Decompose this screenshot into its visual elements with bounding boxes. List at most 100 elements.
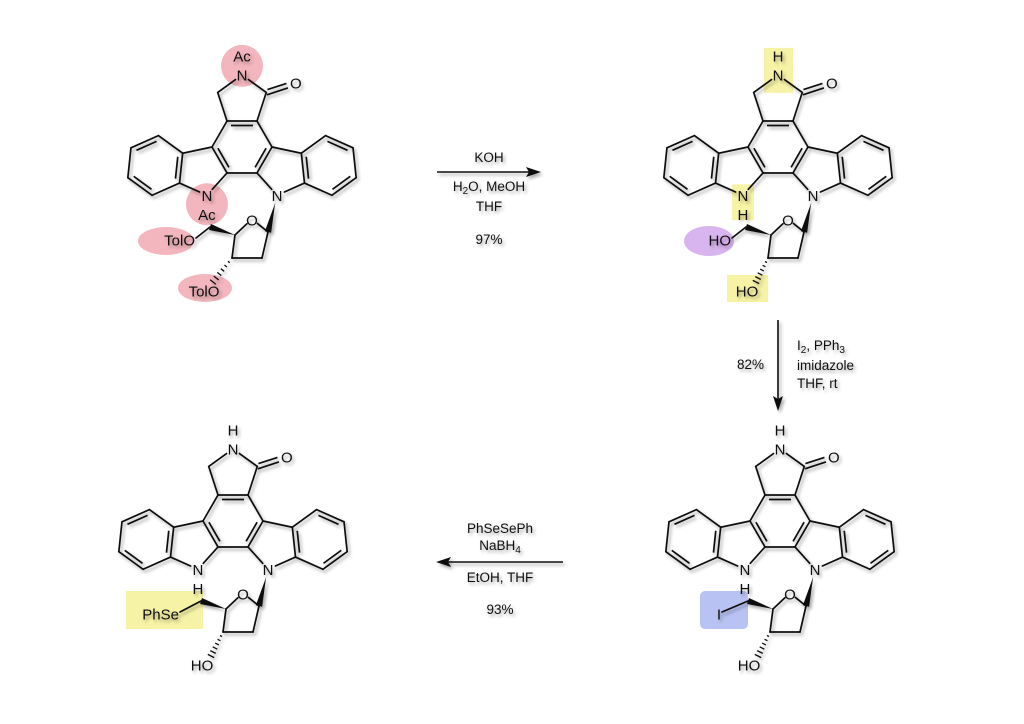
double-bond-inner-line bbox=[669, 175, 689, 190]
double-bond-inner-line bbox=[792, 521, 805, 542]
carbonyl-bond bbox=[267, 82, 287, 91]
bond bbox=[247, 465, 259, 496]
bond bbox=[794, 546, 811, 565]
double-bond-inner-line bbox=[790, 147, 803, 168]
bond bbox=[300, 152, 306, 184]
bond bbox=[869, 550, 896, 571]
bond bbox=[807, 146, 839, 155]
double-bond-inner-line bbox=[245, 521, 258, 542]
highlights bbox=[684, 47, 793, 302]
bond bbox=[291, 526, 297, 558]
step-2-additive: imidazole bbox=[797, 358, 854, 373]
c5-substituent: HO bbox=[709, 233, 732, 250]
bond bbox=[256, 91, 268, 122]
highlights bbox=[700, 591, 748, 629]
bond bbox=[752, 91, 764, 122]
bond bbox=[169, 526, 175, 558]
bond bbox=[716, 556, 739, 567]
bond bbox=[749, 520, 766, 548]
bond bbox=[664, 550, 691, 571]
double-bond-inner-line bbox=[127, 514, 148, 526]
carbonyl-bond bbox=[803, 82, 823, 91]
c3-substituent: HO bbox=[738, 658, 761, 675]
bond bbox=[207, 452, 228, 468]
bond bbox=[770, 222, 784, 236]
reaction-arrow-step-3 bbox=[436, 557, 563, 567]
double-bond-inner-line bbox=[165, 530, 170, 553]
lactam-n-substituent: H bbox=[775, 422, 786, 439]
bond bbox=[754, 465, 766, 496]
bond bbox=[291, 508, 318, 529]
double-bond-inner-line bbox=[867, 175, 887, 190]
double-bond-inner-line bbox=[174, 156, 179, 179]
bond bbox=[841, 556, 871, 571]
bond bbox=[792, 172, 809, 191]
bond bbox=[867, 176, 894, 197]
bond bbox=[839, 182, 869, 197]
bond bbox=[794, 520, 811, 548]
bond bbox=[148, 508, 175, 529]
bond bbox=[256, 172, 273, 191]
bond bbox=[343, 520, 349, 553]
indole-nitrogen-right: N bbox=[810, 562, 821, 579]
bond bbox=[225, 596, 239, 610]
bond bbox=[181, 146, 213, 155]
bond bbox=[799, 605, 807, 633]
double-bond-inner-line bbox=[869, 549, 889, 564]
lactam-nitrogen: N bbox=[228, 441, 239, 458]
double-bond-inner-line bbox=[863, 140, 884, 152]
indole-n-substituent: H bbox=[740, 581, 751, 598]
bond bbox=[792, 91, 804, 122]
indole-n-substituent: H bbox=[738, 207, 749, 224]
bond bbox=[178, 182, 201, 193]
indole-n-substituent: H bbox=[193, 581, 204, 598]
bond bbox=[721, 600, 749, 613]
c5-substituent: I bbox=[717, 607, 721, 624]
bond bbox=[202, 520, 219, 548]
bond bbox=[890, 520, 896, 553]
carbonyl-oxygen: O bbox=[826, 76, 838, 93]
double-bond-inner-line bbox=[674, 514, 695, 526]
furanose-oxygen: O bbox=[246, 213, 258, 230]
highlight-5-hydroxyl bbox=[684, 226, 734, 256]
double-bond-inner-line bbox=[672, 140, 693, 152]
highlights bbox=[138, 44, 263, 302]
indole-nitrogen-left: N bbox=[193, 562, 204, 579]
step-1-solvent: H2O, MeOH bbox=[453, 179, 525, 197]
bond bbox=[331, 176, 358, 197]
bond bbox=[294, 556, 324, 571]
wedge-bond bbox=[802, 577, 814, 607]
bond bbox=[785, 452, 806, 468]
bond bbox=[231, 234, 236, 259]
bond bbox=[836, 134, 863, 155]
double-bond-inner-line bbox=[753, 147, 766, 168]
furanose-oxygen: O bbox=[237, 587, 249, 604]
bond bbox=[860, 134, 890, 149]
step-2-reagent: I2, PPh3 bbox=[797, 338, 845, 356]
bond bbox=[668, 508, 698, 523]
bond bbox=[126, 146, 132, 179]
bond bbox=[222, 608, 227, 633]
bond bbox=[247, 596, 260, 607]
lactam-n-substituent: H bbox=[773, 48, 784, 65]
carbonyl-bond bbox=[266, 87, 289, 96]
double-bond-inner-line bbox=[841, 156, 846, 179]
bond bbox=[234, 222, 248, 236]
c5-substituent: TolO bbox=[164, 233, 195, 250]
bond bbox=[862, 508, 892, 523]
double-bond-inner-line bbox=[865, 514, 886, 526]
bond bbox=[179, 600, 202, 613]
bond bbox=[794, 465, 806, 496]
bond bbox=[662, 146, 668, 179]
bond bbox=[747, 146, 764, 174]
bond bbox=[322, 550, 349, 571]
bond bbox=[117, 550, 144, 571]
hashed-bond bbox=[754, 631, 771, 659]
bond bbox=[792, 120, 809, 148]
